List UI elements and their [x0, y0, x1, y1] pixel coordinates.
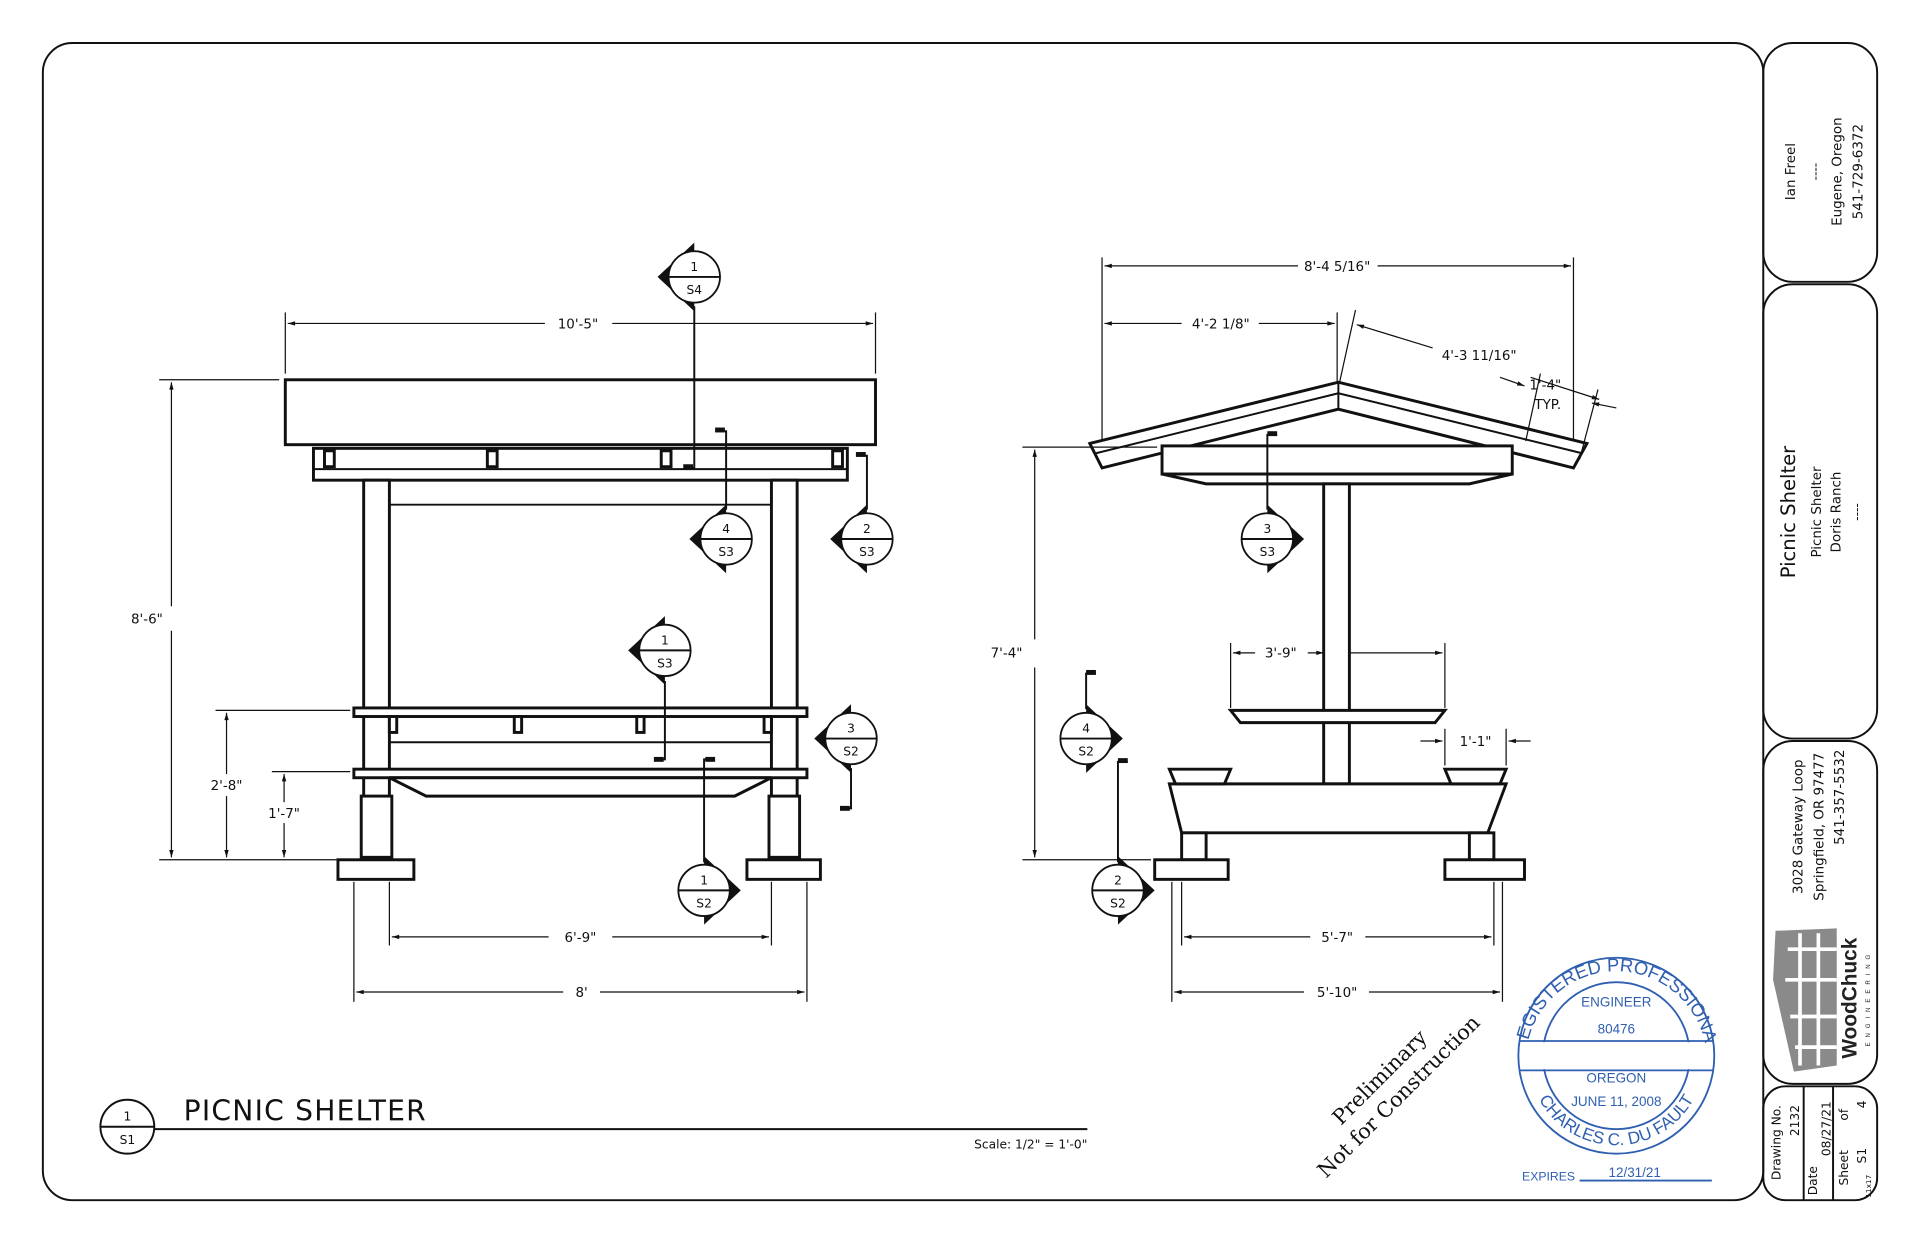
dim-roof-width: 8'-4 5/16" — [1304, 260, 1370, 275]
section-marker[interactable]: 1 S2 — [677, 856, 741, 925]
sheet-border — [41, 42, 1765, 1202]
marker-number: 3 — [847, 721, 855, 735]
date-value: 08/27/21 — [1820, 1101, 1834, 1156]
of-label: of — [1837, 1108, 1851, 1120]
logo-sub: ENGINEERING — [1865, 950, 1872, 1047]
section-marker[interactable]: 2 S3 — [830, 504, 894, 574]
dim-overall-width: 10'-5" — [558, 317, 598, 332]
title-block: Ian Freel ---- Eugene, Oregon 541-729-63… — [1762, 42, 1879, 1202]
watermark: Preliminary Not for Construction — [1313, 1010, 1485, 1182]
front-elevation: 10'-5" 8'-6" 2'-8" 1'-7" 6'-9" 8' — [131, 306, 877, 1002]
watermark-not-for-construction: Not for Construction — [1313, 1010, 1485, 1182]
stamp-license: 80476 — [1598, 1022, 1635, 1037]
dim-seat-offset: 1'-1" — [1460, 735, 1492, 750]
section-marker[interactable]: 4 S2 — [1059, 704, 1123, 773]
dim-rafter-length: 4'-3 11/16" — [1442, 349, 1517, 364]
marker-sheet: S3 — [1260, 545, 1276, 559]
detail-sheet: S1 — [120, 1133, 136, 1147]
sheet-number: S1 — [1855, 1148, 1869, 1164]
marker-number: 1 — [690, 260, 698, 274]
stamp-expires-label: EXPIRES — [1522, 1170, 1575, 1184]
stamp-date: JUNE 11, 2008 — [1571, 1094, 1661, 1109]
firm-phone: 541-357-5532 — [1833, 750, 1848, 845]
dim-seat-height: 1'-7" — [268, 807, 300, 822]
marker-number: 3 — [1263, 522, 1271, 536]
dim-post-spacing: 6'-9" — [564, 931, 596, 946]
stamp-engineer: ENGINEER — [1581, 995, 1652, 1010]
title-text: PICNIC SHELTER — [184, 1095, 427, 1128]
dim-base-width: 5'-10" — [1317, 986, 1357, 1001]
section-marker[interactable]: 1 S4 — [657, 242, 721, 312]
section-marker[interactable]: 3 S3 — [1240, 504, 1305, 574]
project-site: Doris Ranch — [1829, 472, 1844, 553]
drawing-no: 2132 — [1788, 1105, 1802, 1136]
project-sep: ---- — [1850, 503, 1864, 521]
section-marker[interactable]: 3 S2 — [814, 704, 878, 773]
client-name: Ian Freel — [1784, 143, 1799, 200]
marker-sheet: S3 — [859, 545, 875, 559]
paper-size: 11x17 — [1864, 1174, 1873, 1197]
client-phone: 541-729-6372 — [1851, 124, 1866, 219]
drawing-no-label: Drawing No. — [1769, 1105, 1783, 1180]
firm-address-2: Springfield, OR 97477 — [1812, 753, 1827, 901]
marker-number: 4 — [722, 522, 730, 536]
stamp-expires: 12/31/21 — [1609, 1165, 1661, 1180]
section-marker[interactable]: 2 S2 — [1091, 856, 1155, 925]
engineer-stamp: REGISTERED PROFESSIONAL ENGINEER 80476 O… — [0, 0, 1722, 1184]
marker-number: 2 — [1114, 873, 1122, 887]
logo-name: WoodChuck — [1838, 937, 1861, 1058]
project-title: Picnic Shelter — [1777, 445, 1800, 578]
dim-bench-length: 8' — [575, 986, 587, 1001]
dim-height: 7'-4" — [991, 647, 1023, 662]
sheet-total: 4 — [1855, 1100, 1869, 1108]
sheet-label: Sheet — [1837, 1150, 1851, 1186]
marker-sheet: S3 — [718, 545, 734, 559]
side-elevation: 8'-4 5/16" 4'-2 1/8" 4'-3 11/16" 1'-4" T… — [991, 257, 1617, 1002]
marker-number: 2 — [863, 522, 871, 536]
marker-sheet: S2 — [1078, 745, 1094, 759]
dim-purlin-typ: TYP. — [1533, 398, 1561, 413]
project-subtitle: Picnic Shelter — [1810, 466, 1825, 558]
section-marker[interactable]: 1 S3 — [628, 616, 692, 685]
dim-half-roof: 4'-2 1/8" — [1192, 317, 1250, 332]
dim-purlin-spacing: 1'-4" — [1529, 379, 1561, 394]
firm-address-1: 3028 Gateway Loop — [1791, 759, 1806, 893]
marker-number: 4 — [1082, 721, 1090, 735]
marker-sheet: S2 — [1110, 897, 1126, 911]
marker-number: 1 — [661, 633, 669, 647]
woodchuck-logo: WoodChuck ENGINEERING — [1773, 928, 1872, 1072]
client-sep: ---- — [1809, 163, 1823, 181]
dim-bench-height: 2'-8" — [211, 779, 243, 794]
marker-sheet: S4 — [687, 283, 703, 297]
dim-overall-height: 8'-6" — [131, 612, 163, 627]
dim-leg-spacing: 5'-7" — [1321, 931, 1353, 946]
marker-number: 1 — [700, 873, 708, 887]
marker-sheet: S2 — [696, 897, 712, 911]
scale-text: Scale: 1/2" = 1'-0" — [974, 1138, 1087, 1152]
section-marker[interactable]: 4 S3 — [689, 504, 753, 574]
drawing-title: 1 S1 PICNIC SHELTER Scale: 1/2" = 1'-0" — [99, 1095, 1088, 1155]
date-label: Date — [1806, 1166, 1820, 1195]
client-city: Eugene, Oregon — [1831, 117, 1846, 226]
detail-number: 1 — [123, 1110, 131, 1124]
stamp-state: OREGON — [1586, 1071, 1646, 1086]
marker-sheet: S3 — [657, 657, 673, 671]
marker-sheet: S2 — [843, 745, 859, 759]
dim-seat-arm: 3'-9" — [1265, 647, 1297, 662]
